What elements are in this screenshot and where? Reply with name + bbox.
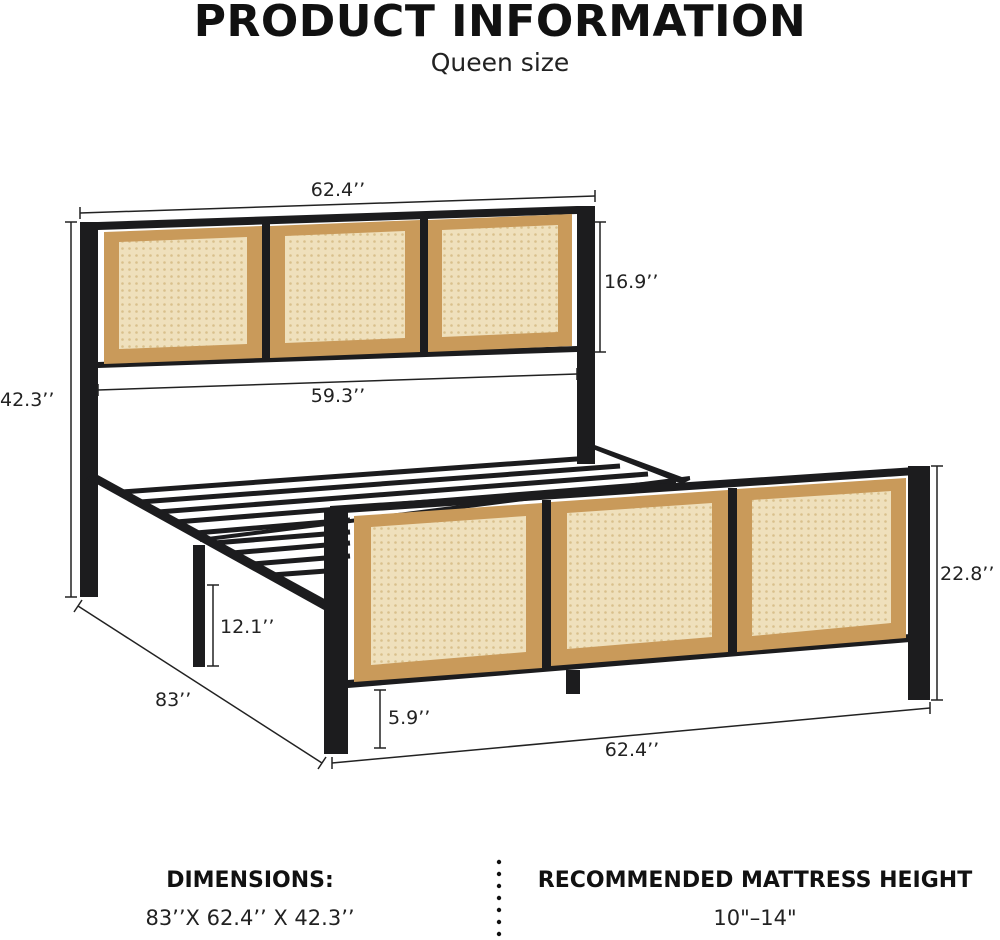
- right-side-rail: [585, 444, 690, 484]
- label-headboard-width: 62.4’’: [311, 179, 365, 201]
- label-headboard-inner-width: 59.3’’: [311, 385, 365, 407]
- footboard-top-rail: [330, 466, 930, 514]
- footboard-panel-1: [354, 503, 542, 682]
- footboard-right-leg: [908, 640, 930, 700]
- headboard-left-post: [80, 222, 98, 597]
- footboard: [324, 466, 930, 754]
- label-footboard-width: 62.4’’: [605, 739, 659, 761]
- dimensions-value: 83’’X 62.4’’ X 42.3’’: [145, 906, 355, 930]
- headboard-right-post: [577, 206, 595, 464]
- dimension-labels: 62.4’’ 16.9’’ 59.3’’ 42.3’’ 22.8’’ 12.1’…: [0, 179, 994, 761]
- headboard-bottom-rail: [98, 346, 577, 368]
- footboard-divider-1: [542, 500, 551, 668]
- headboard-divider-2: [420, 216, 428, 356]
- headboard-divider-1: [262, 222, 270, 362]
- dimension-lines: [65, 190, 943, 770]
- footboard-panel-2: [551, 490, 728, 666]
- headboard-panel-2: [270, 220, 420, 358]
- label-headboard-total-height: 42.3’’: [0, 389, 54, 411]
- page-title: PRODUCT INFORMATION: [193, 0, 807, 47]
- mattress-heading: RECOMMENDED MATTRESS HEIGHT: [537, 868, 973, 893]
- footer-divider: [496, 859, 502, 937]
- bed-frame-illustration: 62.4’’ 16.9’’ 59.3’’ 42.3’’ 22.8’’ 12.1’…: [0, 179, 994, 770]
- headboard: [80, 206, 595, 597]
- center-support-leg: [193, 545, 205, 667]
- label-footboard-leg-height: 5.9’’: [388, 707, 430, 729]
- mattress-value: 10"–14": [713, 906, 797, 930]
- footboard-panel-3: [737, 478, 906, 652]
- center-support-leg-rear: [566, 670, 580, 694]
- footboard-left-post: [324, 508, 348, 754]
- label-underbed-clearance: 12.1’’: [220, 616, 274, 638]
- headboard-panel-1: [104, 226, 262, 364]
- page-subtitle: Queen size: [430, 48, 570, 77]
- headboard-top-rail: [98, 206, 577, 230]
- footboard-divider-2: [728, 488, 737, 654]
- left-side-rail: [86, 474, 330, 610]
- label-headboard-panel-height: 16.9’’: [604, 271, 658, 293]
- label-bed-length: 83’’: [155, 689, 191, 711]
- label-footboard-height: 22.8’’: [940, 563, 994, 585]
- headboard-panel-3: [428, 214, 572, 352]
- dimensions-heading: DIMENSIONS:: [166, 868, 334, 893]
